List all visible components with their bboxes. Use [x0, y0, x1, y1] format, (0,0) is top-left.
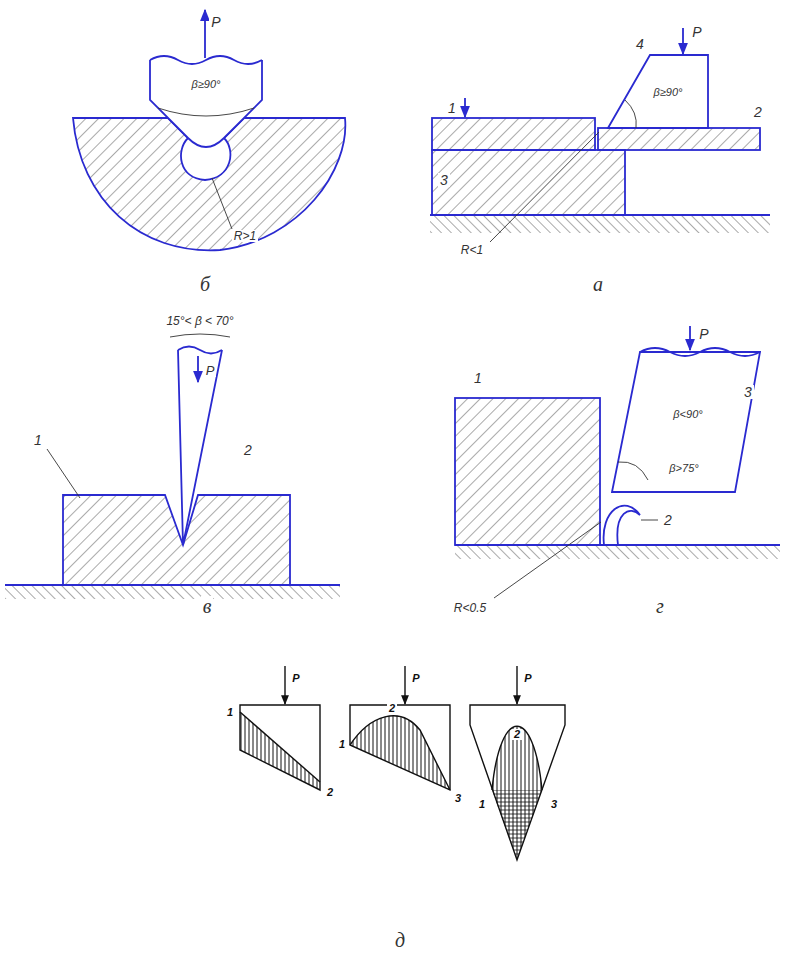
- panel-g-shape: [689, 326, 691, 350]
- callout-number: 4: [634, 37, 646, 51]
- figure-letter: д: [393, 930, 407, 950]
- panel-a-shape: [432, 118, 595, 150]
- panel-b-shape: [158, 108, 254, 116]
- panel-d-shape: [350, 716, 450, 790]
- angle-dimension: β>75°: [667, 463, 700, 474]
- diagram-point: 2: [325, 787, 335, 798]
- panel-g-shape: [618, 462, 648, 480]
- panel-g-shape: [604, 506, 640, 545]
- panel-v: [5, 334, 340, 599]
- panel-v-shape: [5, 585, 340, 599]
- panel-a: [430, 28, 770, 242]
- force-label: P: [209, 15, 222, 29]
- panel-d-shape: [404, 666, 405, 704]
- panel-d-shape: [350, 705, 450, 790]
- panel-b-shape: [150, 56, 262, 64]
- panel-a-shape: [608, 55, 708, 128]
- panel-v-shape: [197, 356, 199, 382]
- angle-dimension: R<1: [459, 244, 485, 256]
- panel-b-shape: [204, 10, 206, 58]
- figure-letter: г: [654, 596, 666, 616]
- callout-number: 2: [242, 443, 254, 457]
- panel-d-shape: [240, 712, 320, 790]
- panel-a-shape: [430, 215, 770, 233]
- angle-dimension: R<0.5: [452, 602, 488, 614]
- panel-a-shape: [464, 98, 466, 117]
- angle-dimension: β≥90°: [190, 79, 223, 90]
- panel-g-shape: [455, 398, 600, 545]
- diagram-point: 1: [477, 799, 487, 810]
- panel-d-shape: [284, 666, 285, 704]
- callout-number: 2: [662, 513, 674, 527]
- panel-d-shape: [492, 790, 542, 860]
- panel-v-shape: [170, 334, 230, 337]
- panel-d-shape: [350, 716, 450, 790]
- panel-d: [240, 666, 565, 860]
- panel-d-shape: [492, 726, 542, 790]
- diagram-point: 1: [337, 739, 347, 750]
- panel-a-shape: [625, 100, 636, 128]
- angle-dimension: R>1: [232, 230, 258, 242]
- panel-b-shape: [150, 60, 262, 147]
- panel-g-shape: [641, 520, 658, 521]
- panel-d-shape: [240, 705, 320, 790]
- diagram-point: 2: [387, 703, 397, 714]
- panel-v-shape: [178, 347, 222, 354]
- angle-dimension: β<90°: [671, 409, 704, 420]
- panel-a-shape: [682, 28, 684, 54]
- figure-letter: б: [198, 274, 212, 294]
- panel-v-shape: [63, 495, 290, 585]
- force-label: P: [690, 25, 703, 39]
- diagram-point: 1: [225, 707, 235, 718]
- panel-d-shape: [516, 666, 517, 704]
- callout-number: 2: [752, 105, 764, 119]
- figure-letter: в: [201, 596, 214, 616]
- panel-g-shape: [612, 352, 760, 492]
- panel-g-shape: [640, 348, 760, 356]
- callout-number: 1: [472, 371, 484, 385]
- callout-number: 1: [446, 101, 458, 115]
- panel-a-shape: [432, 150, 625, 215]
- figure-letter: а: [591, 274, 605, 294]
- diagram-point: 3: [549, 799, 559, 810]
- panel-d-shape: [240, 712, 320, 782]
- panel-d-shape: [492, 726, 542, 860]
- angle-dimension: 15°< β < 70°: [164, 315, 235, 327]
- diagram-point: 2: [512, 729, 522, 740]
- panel-g-shape: [455, 545, 780, 559]
- callout-number: 1: [32, 433, 44, 447]
- force-label: P: [204, 364, 217, 377]
- angle-dimension: β≥90°: [652, 87, 685, 98]
- panel-g: [455, 326, 780, 598]
- callout-number: 3: [742, 385, 754, 399]
- diagram-point: P: [522, 673, 533, 684]
- panel-a-shape: [598, 128, 760, 150]
- force-label: P: [697, 327, 710, 341]
- panel-b: [73, 10, 345, 250]
- panel-d-shape: [470, 705, 565, 860]
- diagram-point: 3: [453, 793, 463, 804]
- diagram-point: P: [410, 673, 421, 684]
- panel-v-shape: [47, 449, 80, 498]
- panel-v-shape: [178, 350, 222, 545]
- panel-a-shape: [490, 132, 599, 242]
- diagram-point: P: [290, 673, 301, 684]
- callout-number: 3: [438, 173, 450, 187]
- panel-g-shape: [494, 522, 601, 598]
- panel-b-shape: [212, 178, 232, 229]
